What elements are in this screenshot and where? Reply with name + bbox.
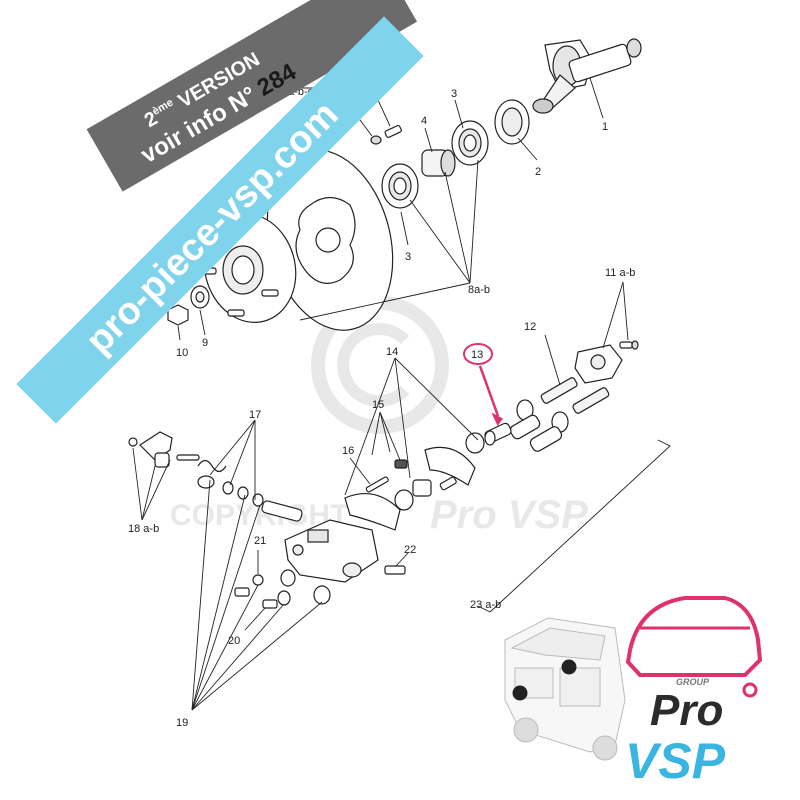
copyright-c <box>337 323 410 407</box>
spacer-tube <box>421 149 456 177</box>
label-3-bottom: 3 <box>405 251 411 263</box>
provsp-logo: GROUP Pro VSP <box>625 596 763 789</box>
label-14: 14 <box>386 346 398 358</box>
nut <box>167 304 189 326</box>
spring <box>197 459 227 473</box>
brake-disc <box>266 149 394 331</box>
label-21: 21 <box>254 535 266 547</box>
label-2: 2 <box>535 166 541 178</box>
brake-pad-outer <box>424 446 476 486</box>
guide-bolt-lower <box>572 387 610 414</box>
label-1: 1 <box>602 121 608 133</box>
guide-bolt-upper <box>540 377 578 404</box>
label-16: 16 <box>342 445 354 457</box>
seal <box>494 99 530 145</box>
label-15: 15 <box>372 399 384 411</box>
label-10: 10 <box>176 347 188 359</box>
guide-sleeves <box>509 399 569 452</box>
label-13: 13 <box>471 349 483 361</box>
label-17: 17 <box>249 409 261 421</box>
leader-lines-lower <box>132 281 671 711</box>
label-4: 4 <box>421 115 427 127</box>
label-3-top: 3 <box>451 88 457 100</box>
sleeve-13 <box>484 422 512 446</box>
label-18: 18 a-b <box>128 523 159 535</box>
bearing-lower <box>381 163 419 209</box>
piston <box>412 479 432 497</box>
screw-small <box>370 124 402 145</box>
label-12: 12 <box>524 321 536 333</box>
caliper-assembly <box>128 340 639 609</box>
label-9: 9 <box>202 337 208 349</box>
label-8: 8a-b <box>468 284 490 296</box>
label-23: 23 a-b <box>470 599 501 611</box>
logo-vsp-text: VSP <box>625 733 726 789</box>
hose-fitting <box>384 565 406 575</box>
stub-axle <box>532 38 642 114</box>
label-19: 19 <box>176 717 188 729</box>
label-20: 20 <box>228 635 240 647</box>
logo-group-text: GROUP <box>676 677 710 687</box>
label-11: 11 a-b <box>605 267 635 279</box>
logo-pro-text: Pro <box>650 686 723 735</box>
brake-pad-inner <box>344 492 401 531</box>
pin <box>365 476 389 493</box>
caliper-bracket <box>574 340 639 384</box>
watermark-brand: Pro VSP <box>430 493 588 537</box>
dust-cap <box>465 432 485 454</box>
caliper-body <box>261 500 379 583</box>
logo-car-outline <box>625 596 763 677</box>
car-illustration <box>504 617 626 761</box>
hub-assembly <box>167 38 642 331</box>
highlight-part-13 <box>463 343 503 426</box>
bearing-upper <box>451 120 489 166</box>
wheel-marker-icon <box>561 659 577 675</box>
bleeder-screw <box>234 587 250 597</box>
label-22: 22 <box>404 544 416 556</box>
